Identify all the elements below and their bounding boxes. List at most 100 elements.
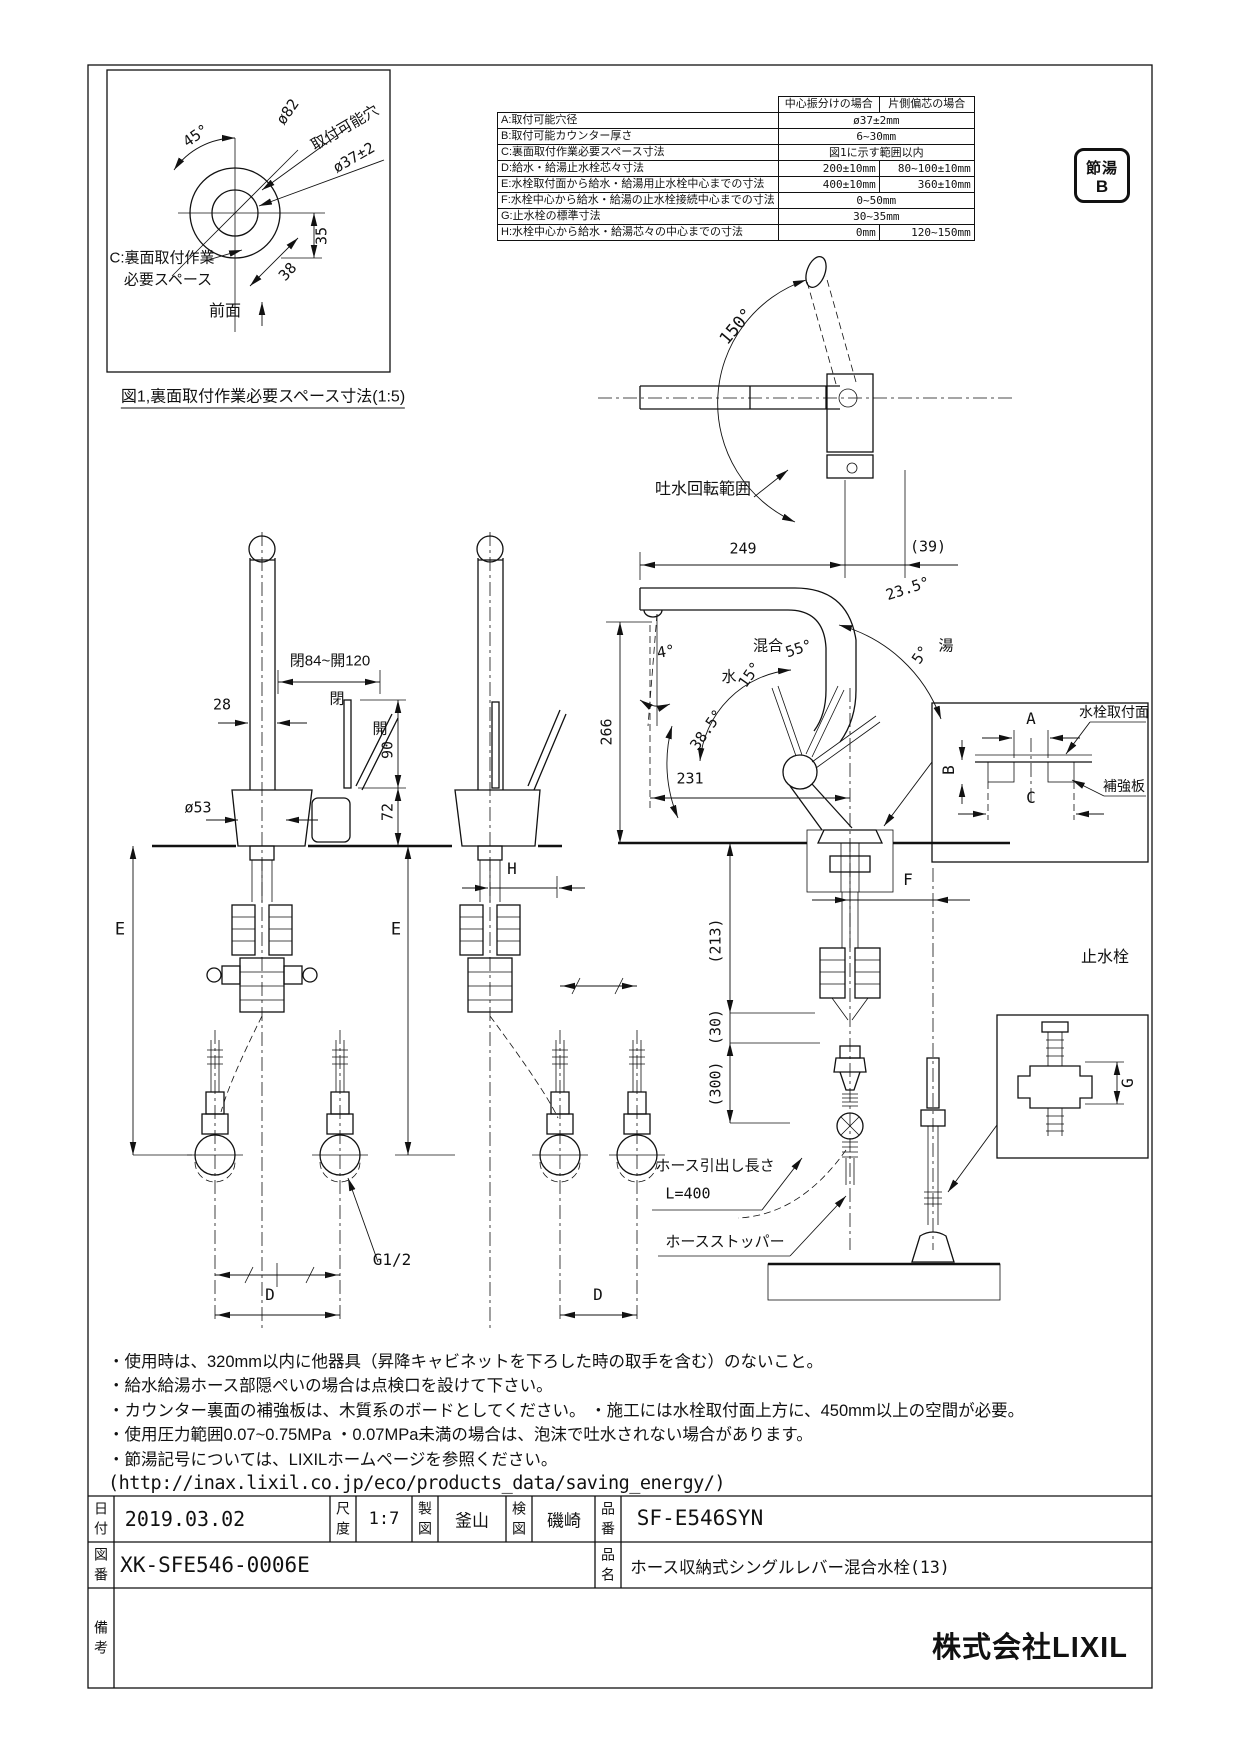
water-saving-badge: 節湯 B <box>1074 148 1130 203</box>
product-name-value: ホース収納式シングルレバー混合水栓(13) <box>630 1558 950 1577</box>
dim-d-middle: D <box>593 1285 603 1304</box>
company-name: 株式会社LIXIL <box>932 1632 1128 1664</box>
fig1-front-label: 前面 <box>208 303 242 320</box>
detail-dim-a: A <box>1026 709 1036 728</box>
badge-bottom-label: B <box>1095 176 1109 196</box>
part-no-value: SF-E546SYN <box>636 1506 764 1530</box>
mount-detail-box <box>883 702 1149 863</box>
spec-row-label: E:水栓取付面から給水・給湯用止水栓中心までの寸法 <box>497 176 779 193</box>
scale-value: 1:7 <box>368 1509 400 1529</box>
spec-header-center: 中心振分けの場合 <box>777 96 880 113</box>
spec-row-value: 30~35mm <box>777 208 975 225</box>
mix-label: 混合 <box>752 637 784 655</box>
front-view-middle <box>395 532 637 1330</box>
hose-length-label: ホース引出し長さ <box>655 1157 775 1175</box>
spec-row-label: C:裏面取付作業必要スペース寸法 <box>497 144 779 161</box>
fig1-caption: 図1,裏面取付作業必要スペース寸法(1:5) <box>120 389 406 409</box>
dim-reach-249: 249 <box>729 539 757 558</box>
checker-label: 検 図 <box>512 1500 526 1536</box>
spec-row-label: G:止水栓の標準寸法 <box>497 208 779 225</box>
angle-tip-4: 4° <box>655 641 677 662</box>
dim-height-266: 266 <box>597 718 616 746</box>
spec-row-offset-value: 360±10mm <box>878 176 975 193</box>
spec-row-value: 図1に示す範囲以内 <box>777 144 975 161</box>
dim-f-label: F <box>903 870 913 889</box>
note-line: ・使用圧力範囲0.07~0.75MPa ・0.07MPa未満の場合は、泡沫で吐水… <box>108 1426 813 1445</box>
spec-row-offset-value: 80~100±10mm <box>878 160 975 177</box>
mount-surface-label: 水栓取付面 <box>1079 704 1149 720</box>
cold-label: 水 <box>721 668 737 686</box>
side-view-under-counter <box>618 688 1010 1301</box>
dim-body-dia-53: ø53 <box>184 798 212 817</box>
spec-row-label: D:給水・給湯止水栓芯々寸法 <box>497 160 779 177</box>
dim-lever-90: 90 <box>378 740 397 760</box>
badge-top-label: 節湯 <box>1085 159 1118 177</box>
detail-dim-b: B <box>939 765 958 775</box>
date-label: 日 付 <box>94 1500 108 1536</box>
drafter-value: 釜山 <box>455 1511 489 1532</box>
fig1-dim-35-label: 35 <box>312 226 331 246</box>
dim-300: (300) <box>706 1061 725 1107</box>
spec-row-center-value: 400±10mm <box>777 176 880 193</box>
dim-depth-231: 231 <box>676 769 704 788</box>
spec-row-center-value: 200±10mm <box>777 160 880 177</box>
spec-row-label: B:取付可能カウンター厚さ <box>497 128 779 145</box>
spec-row-value: 0~50mm <box>777 192 975 209</box>
product-name-label: 品 名 <box>601 1546 615 1582</box>
title-block-grid <box>88 1495 1152 1688</box>
rotation-range-label: 吐水回転範囲 <box>654 481 752 498</box>
front-view-left <box>129 532 562 1330</box>
dim-e-middle: E <box>390 919 402 940</box>
thread-size-label: G1/2 <box>372 1250 412 1269</box>
remarks-label: 備 考 <box>94 1619 108 1655</box>
dim-pipe-28: 28 <box>212 695 232 714</box>
top-view-rotation <box>598 256 1012 523</box>
checker-value: 磯崎 <box>547 1511 581 1532</box>
dim-lever-range: 閉84~開120 <box>289 652 371 670</box>
side-view-spout <box>606 470 958 843</box>
dim-213: (213) <box>706 918 725 964</box>
note-url: (http://inax.lixil.co.jp/eco/products_da… <box>108 1473 726 1495</box>
spec-row-value: ø37±2mm <box>777 112 975 129</box>
part-no-label: 品 番 <box>601 1500 615 1536</box>
spec-header-offset: 片側偏芯の場合 <box>878 96 975 113</box>
dim-30: (30) <box>706 1008 725 1046</box>
hot-label: 湯 <box>938 637 954 655</box>
spec-row-label: A:取付可能穴径 <box>497 112 779 129</box>
detail-dim-g: G <box>1118 1078 1137 1088</box>
note-line: ・節湯記号については、LIXILホームページを参照ください。 <box>108 1450 558 1469</box>
note-line: ・使用時は、320mm以内に他器具（昇降キャビネットを下ろした時の取手を含む）の… <box>108 1353 824 1371</box>
scale-label: 尺 度 <box>336 1500 350 1536</box>
lever-closed-label: 閉 <box>329 690 345 708</box>
stop-valve-detail-box <box>947 1014 1149 1193</box>
dim-h-label: H <box>507 859 517 878</box>
drawing-no-value: XK-SFE546-0006E <box>120 1553 310 1577</box>
drawing-no-label: 図 番 <box>94 1546 108 1582</box>
detail-dim-c: C <box>1026 788 1036 807</box>
date-value: 2019.03.02 <box>124 1507 246 1531</box>
fig1-space-note-1: C:裏面取付作業 <box>109 249 215 267</box>
hose-length-value: L=400 <box>665 1184 711 1203</box>
spec-row-label: F:水栓中心から給水・給湯の止水栓接続中心までの寸法 <box>497 192 779 209</box>
spec-row-label: H:水栓中心から給水・給湯芯々の中心までの寸法 <box>497 224 779 241</box>
spec-table: 中心振分けの場合 片側偏芯の場合 A:取付可能穴径 ø37±2mm B:取付可能… <box>497 96 975 241</box>
figure1-hole-diagram <box>106 69 391 373</box>
spec-row-offset-value: 120~150mm <box>878 224 975 241</box>
lever-open-label: 開 <box>372 720 388 738</box>
note-line: ・給水給湯ホース部隠ぺいの場合は点検口を設けて下さい。 <box>108 1377 553 1396</box>
sheet-border <box>87 64 1153 1689</box>
stop-valve-title: 止水栓 <box>1080 949 1130 966</box>
spec-row-value: 6~30mm <box>777 128 975 145</box>
reinforce-plate-label: 補強板 <box>1103 778 1145 794</box>
note-line: ・カウンター裏面の補強板は、木質系のボードとしてください。 ・施工には水栓取付面… <box>108 1401 1025 1420</box>
drafter-label: 製 図 <box>418 1500 432 1536</box>
dim-body-72: 72 <box>378 802 397 822</box>
installation-notes: ・使用時は、320mm以内に他器具（昇降キャビネットを下ろした時の取手を含む）の… <box>108 1350 1108 1496</box>
dim-offset-39: (39) <box>909 537 947 556</box>
dim-d-left: D <box>265 1285 275 1304</box>
hose-stopper-label: ホースストッパー <box>665 1233 785 1251</box>
spec-row-center-value: 0mm <box>777 224 880 241</box>
fig1-space-note-2: 必要スペース <box>123 271 213 289</box>
